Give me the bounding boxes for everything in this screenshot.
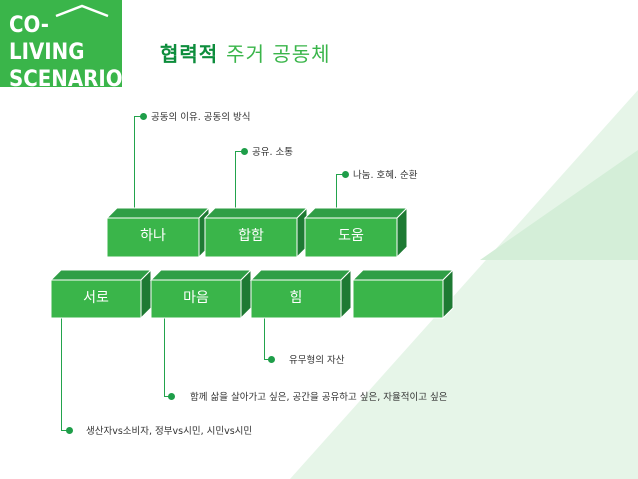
bullet-dot bbox=[268, 356, 275, 363]
logo-line-1: CO-LIVING bbox=[9, 13, 85, 65]
block-top-2-label: 합함 bbox=[238, 228, 264, 244]
block-top-3-label: 도움 bbox=[338, 228, 364, 244]
logo-line-2: SCENARIOS bbox=[9, 67, 137, 92]
block-bottom-1 bbox=[49, 268, 153, 320]
label-together: 함께 삶을 살아가고 싶은, 공간을 공유하고 싶은, 자율적이고 싶은 bbox=[190, 392, 448, 403]
house-roof-icon bbox=[55, 4, 109, 18]
connector-relations-h bbox=[61, 430, 67, 431]
label-share: 공유. 소통 bbox=[252, 147, 293, 158]
block-bottom-4 bbox=[351, 268, 455, 320]
label-mutual: 나눔. 호혜. 순환 bbox=[353, 170, 418, 181]
connector-reason-h bbox=[134, 116, 142, 117]
bullet-dot bbox=[342, 171, 349, 178]
bullet-dot bbox=[168, 393, 175, 400]
connector-reason bbox=[134, 116, 135, 208]
connector-share-h bbox=[235, 151, 243, 152]
block-bottom-2 bbox=[149, 268, 253, 320]
bullet-dot bbox=[66, 427, 73, 434]
co-living-logo: CO-LIVING SCENARIOS bbox=[0, 0, 137, 92]
label-assets: 유무형의 자산 bbox=[289, 355, 345, 366]
block-bottom-4-label bbox=[353, 280, 443, 318]
connector-mutual-h bbox=[336, 174, 344, 175]
block-top-3 bbox=[303, 206, 409, 259]
block-top-1-label: 하나 bbox=[140, 228, 166, 244]
connector-assets bbox=[264, 318, 265, 359]
block-bottom-3 bbox=[249, 268, 353, 320]
connector-assets-h bbox=[264, 359, 270, 360]
title-strong: 협력적 bbox=[160, 42, 219, 66]
page-title: 협력적 주거 공동체 bbox=[160, 38, 331, 67]
bullet-dot bbox=[140, 113, 147, 120]
connector-together-h bbox=[164, 396, 170, 397]
block-top-1 bbox=[105, 206, 211, 259]
connector-together bbox=[164, 318, 165, 396]
label-reason: 공동의 이유. 공동의 방식 bbox=[151, 112, 251, 123]
block-bottom-3-label: 힘 bbox=[289, 290, 303, 306]
bullet-dot bbox=[241, 148, 248, 155]
label-relations: 생산자vs소비자, 정부vs시민, 시민vs시민 bbox=[86, 426, 253, 437]
connector-relations bbox=[61, 318, 62, 430]
block-bottom-1-label: 서로 bbox=[83, 290, 109, 306]
block-bottom-2-label: 마음 bbox=[183, 290, 209, 306]
connector-mutual bbox=[336, 174, 337, 208]
title-rest: 주거 공동체 bbox=[226, 42, 331, 66]
connector-share bbox=[235, 151, 236, 208]
